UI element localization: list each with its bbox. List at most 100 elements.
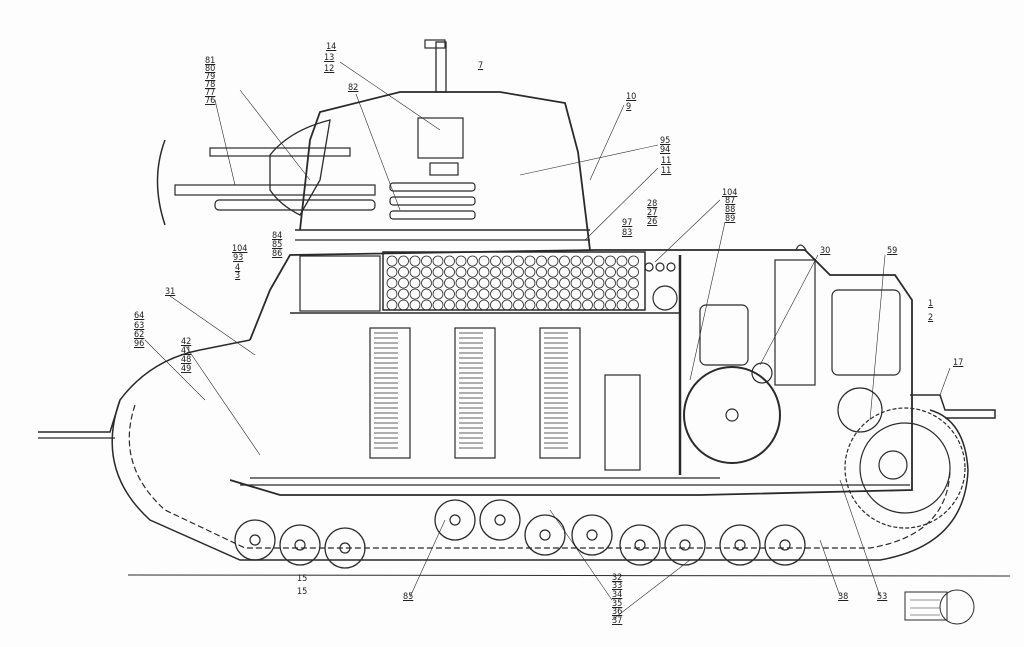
part-label: 11: [661, 156, 672, 166]
part-label: 93: [233, 253, 244, 263]
rear-fender: [910, 394, 996, 419]
track-inner: [128, 404, 951, 549]
turret: [299, 91, 591, 251]
shell-circle: [455, 299, 467, 311]
part-label: 11: [661, 166, 672, 176]
shell-circle: [501, 299, 513, 311]
road-wheel: [619, 524, 661, 566]
part-label: 80: [205, 64, 216, 74]
shell-circle: [513, 288, 524, 300]
part-label: 38: [838, 592, 849, 602]
shell-circle: [455, 266, 467, 278]
shell-circle: [421, 277, 432, 289]
shell-circle: [444, 299, 455, 311]
road-wheel: [524, 514, 566, 556]
shell-circle: [501, 266, 513, 278]
wheel-hub: [634, 539, 646, 551]
louvre-panel: [369, 327, 411, 459]
fuel-tank: [604, 374, 641, 471]
part-label: 17: [953, 358, 964, 368]
part-label: 42: [181, 337, 192, 347]
shell-circle: [582, 299, 593, 311]
part-label: 64: [134, 311, 145, 321]
shell-circle: [421, 299, 432, 311]
wheel-hub: [586, 529, 598, 541]
shell-circle: [628, 255, 639, 267]
part-label: 30: [820, 246, 831, 256]
shell-circle: [582, 255, 593, 267]
shell-circle: [432, 255, 444, 267]
wheel-hub: [249, 534, 261, 546]
shell-circle: [478, 288, 490, 300]
shell-circle: [570, 299, 582, 311]
ammo-rack: [382, 251, 646, 311]
front-fender: [38, 339, 251, 433]
shell-circle: [455, 288, 467, 300]
part-label: 85: [403, 592, 414, 602]
shell-circle: [386, 288, 398, 300]
part-label: 28: [647, 199, 658, 209]
shell-circle: [444, 255, 455, 267]
part-label: 7: [478, 61, 484, 71]
shell-circle: [536, 255, 547, 267]
shell-circle: [513, 277, 524, 289]
shell-circle: [398, 255, 409, 267]
shell-circle: [524, 255, 536, 267]
shell-circle: [386, 266, 398, 278]
main-guns: [174, 119, 376, 216]
shell-circle: [547, 277, 559, 289]
shell-circle: [478, 255, 490, 267]
shell-circle: [628, 299, 639, 311]
shell-circle: [432, 288, 444, 300]
shell-circle: [501, 288, 513, 300]
part-label: 81: [205, 56, 216, 66]
shell-circle: [478, 277, 490, 289]
road-wheel: [664, 524, 706, 566]
shell-circle: [455, 255, 467, 267]
radiator: [774, 259, 816, 386]
shell-circle: [444, 277, 455, 289]
road-wheel: [764, 524, 806, 566]
hull-body: [229, 249, 913, 496]
shell-circle: [536, 288, 547, 300]
part-label: 31: [165, 287, 176, 297]
shell-circle: [582, 277, 593, 289]
track-outline: [111, 399, 969, 561]
shell-circle: [409, 255, 421, 267]
part-label: 15: [297, 574, 308, 584]
road-wheel: [719, 524, 761, 566]
shell-circle: [524, 299, 536, 311]
part-label: 1: [928, 299, 934, 309]
part-label: 89: [725, 214, 736, 224]
shell-circle: [501, 277, 513, 289]
part-label: 26: [647, 217, 658, 227]
shell-circle: [513, 255, 524, 267]
part-label: 27: [647, 208, 658, 218]
wheel-hub: [679, 539, 691, 551]
road-wheel: [571, 514, 613, 556]
leader-lines: [144, 61, 951, 621]
shell-circle: [444, 288, 455, 300]
shell-circle: [616, 255, 628, 267]
shell-circle: [570, 255, 582, 267]
shell-circle: [605, 266, 616, 278]
shell-circle: [605, 288, 616, 300]
wheel-hub: [734, 539, 746, 551]
part-label: 94: [660, 145, 671, 155]
shell-circle: [467, 255, 478, 267]
shell-circle: [398, 288, 409, 300]
shell-circle: [547, 288, 559, 300]
shell-circle: [478, 266, 490, 278]
shell-circle: [547, 299, 559, 311]
part-label: 37: [612, 616, 623, 626]
vision-block: [417, 117, 464, 159]
part-label: 13: [324, 53, 335, 63]
shell-circle: [524, 288, 536, 300]
part-label: 4: [235, 263, 241, 273]
part-label: 48: [181, 355, 192, 365]
shell-circle: [398, 299, 409, 311]
shell-circle: [536, 266, 547, 278]
shell-circle: [559, 255, 570, 267]
